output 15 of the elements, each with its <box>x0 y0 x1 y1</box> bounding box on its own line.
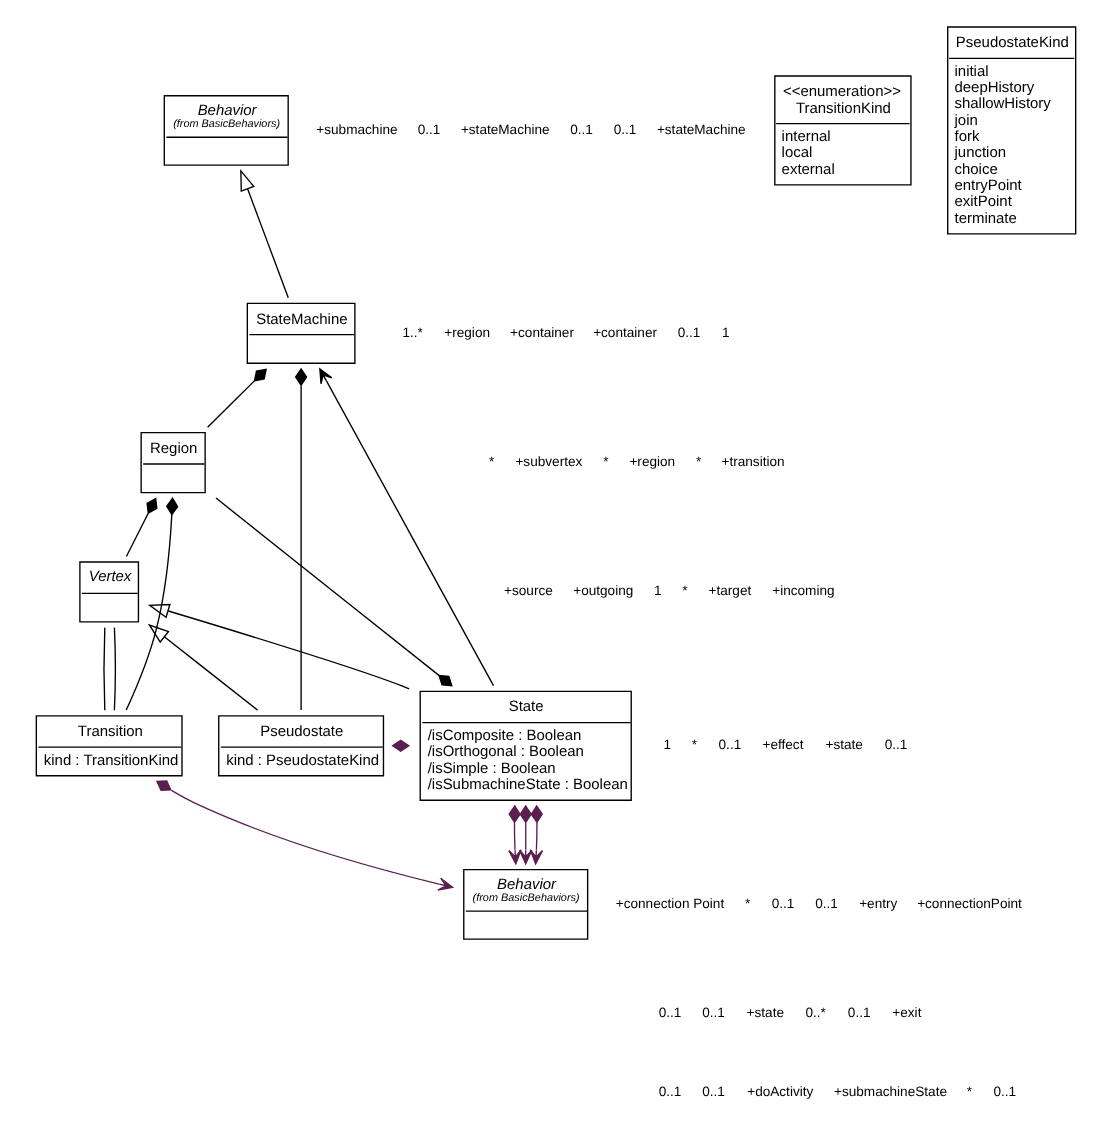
connector <box>293 367 307 711</box>
connector <box>124 497 178 711</box>
arrow <box>146 623 258 711</box>
connector <box>214 497 452 687</box>
connector <box>124 497 157 558</box>
arrow <box>517 804 532 865</box>
connector <box>102 626 105 711</box>
arrow <box>507 804 521 865</box>
arrow <box>146 603 409 690</box>
connector <box>112 626 115 711</box>
arrow <box>239 168 288 299</box>
connector <box>205 368 266 428</box>
arrow <box>528 804 543 865</box>
arrow <box>318 368 494 687</box>
arrow <box>154 780 453 891</box>
